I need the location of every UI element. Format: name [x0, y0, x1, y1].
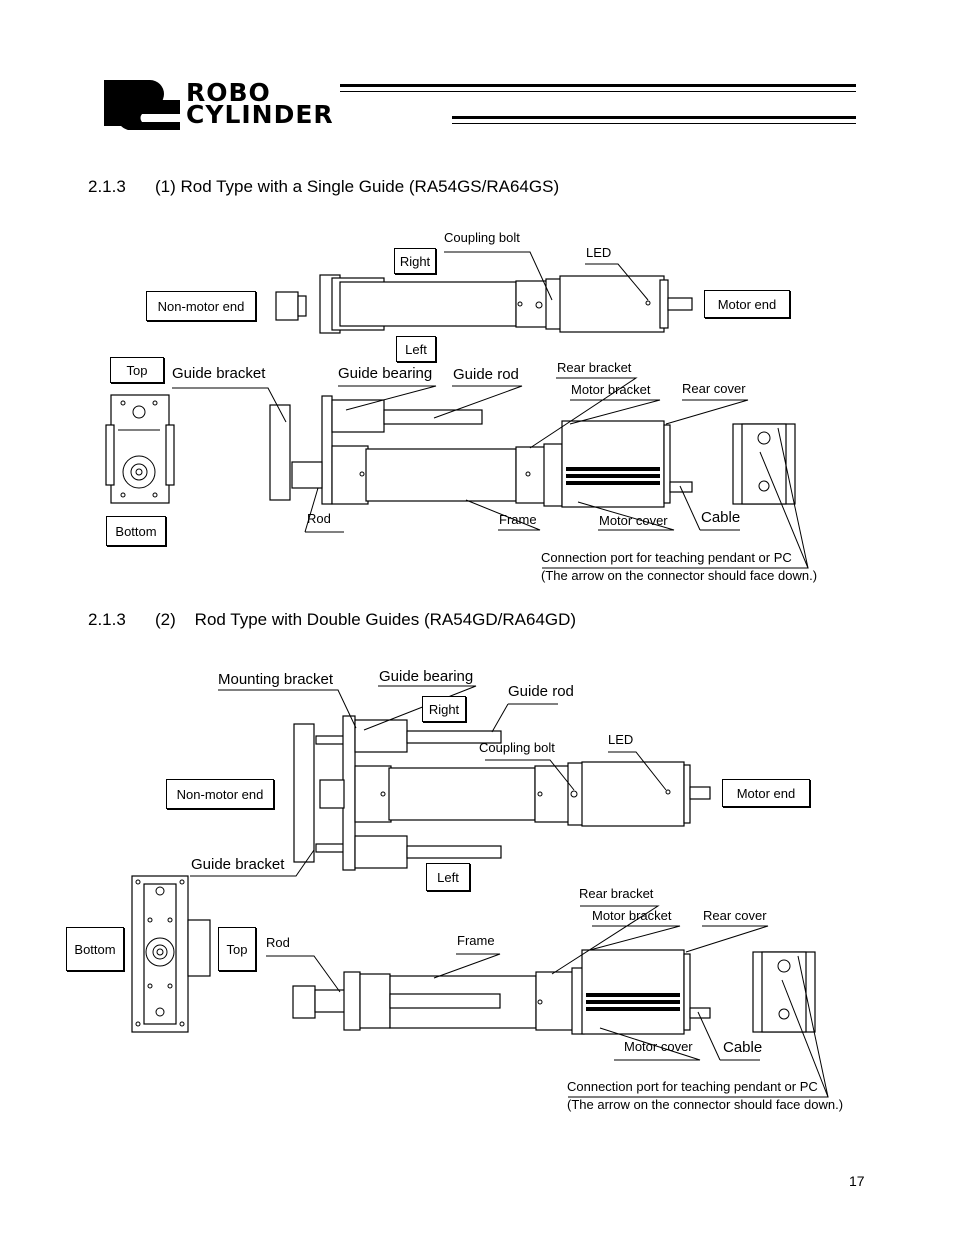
- s2-coupling-bolt-label: Coupling bolt: [479, 740, 555, 755]
- rc-logo-mark: [104, 80, 180, 130]
- s2-motor-end-box: Motor end: [722, 779, 810, 807]
- s2-guide-bearing-label: Guide bearing: [379, 668, 474, 685]
- section1-heading-title: (1) Rod Type with a Single Guide (RA54GS…: [155, 177, 560, 196]
- s2-cable-label: Cable: [723, 1039, 763, 1056]
- section2-side-view: [292, 949, 711, 1035]
- s2-top-box: Top: [218, 927, 256, 971]
- section1-side-view: [269, 395, 693, 508]
- s2-bottom-box: Bottom: [66, 927, 124, 971]
- section2-end-view-left: [131, 875, 211, 1033]
- s2-frame-label: Frame: [457, 933, 495, 948]
- s2-rear-bracket-label: Rear bracket: [579, 886, 654, 901]
- s1-connection-port-label: Connection port for teaching pendant or …: [541, 550, 792, 565]
- s1-rear-cover-label: Rear cover: [682, 381, 746, 396]
- s1-rear-bracket-label: Rear bracket: [557, 360, 632, 375]
- header-rule-bottom: [452, 116, 856, 124]
- s1-motor-bracket-label: Motor bracket: [571, 382, 651, 397]
- s2-guide-bracket-label: Guide bracket: [191, 856, 285, 873]
- s1-rod-label: Rod: [307, 511, 331, 526]
- section1-top-view: [275, 274, 693, 334]
- s1-guide-bearing-label: Guide bearing: [338, 365, 433, 382]
- logo-line1: ROBO: [186, 78, 271, 107]
- s1-non-motor-end-box: Non-motor end: [146, 291, 256, 321]
- s2-left-box: Left: [426, 863, 470, 891]
- header-rule-top: [340, 84, 856, 92]
- s1-top-box: Top: [110, 357, 164, 383]
- s1-left-box: Left: [396, 336, 436, 362]
- section1-end-view-left: [105, 394, 175, 504]
- section1-end-view-right: [732, 423, 796, 505]
- s2-rod-label: Rod: [266, 935, 290, 950]
- s1-cable-label: Cable: [701, 509, 741, 526]
- s1-frame-label: Frame: [499, 512, 537, 527]
- s2-motor-bracket-label: Motor bracket: [592, 908, 672, 923]
- s2-rear-cover-label: Rear cover: [703, 908, 767, 923]
- section2-heading-title: (2) Rod Type with Double Guides (RA54GD/…: [155, 610, 577, 629]
- s1-led-label: LED: [586, 245, 612, 260]
- page-number: 17: [849, 1173, 865, 1189]
- s1-connection-note: (The arrow on the connector should face …: [541, 568, 818, 583]
- s2-non-motor-end-box: Non-motor end: [166, 779, 274, 809]
- s2-motor-cover-label: Motor cover: [624, 1039, 693, 1054]
- s1-motor-cover-label: Motor cover: [599, 513, 668, 528]
- section2-end-view-right: [752, 951, 816, 1033]
- s1-coupling-bolt-label: Coupling bolt: [444, 230, 520, 245]
- section1-heading-number: 2.1.3: [88, 177, 126, 196]
- section2-heading-number: 2.1.3: [88, 610, 126, 629]
- s1-right-box: Right: [394, 248, 436, 274]
- s2-guide-rod-label: Guide rod: [508, 683, 574, 700]
- s1-guide-bracket-label: Guide bracket: [172, 365, 266, 382]
- s2-led-label: LED: [608, 732, 634, 747]
- logo-line2: CYLINDER: [186, 100, 334, 129]
- section2-top-view: [293, 715, 711, 871]
- s1-guide-rod-label: Guide rod: [453, 366, 519, 383]
- s2-mounting-bracket-label: Mounting bracket: [218, 671, 334, 688]
- s2-right-box: Right: [422, 696, 466, 722]
- robo-cylinder-logo: [100, 78, 190, 130]
- s1-bottom-box: Bottom: [106, 516, 166, 546]
- s2-connection-note: (The arrow on the connector should face …: [567, 1097, 844, 1112]
- s1-motor-end-box: Motor end: [704, 290, 790, 318]
- s2-connection-port-label: Connection port for teaching pendant or …: [567, 1079, 818, 1094]
